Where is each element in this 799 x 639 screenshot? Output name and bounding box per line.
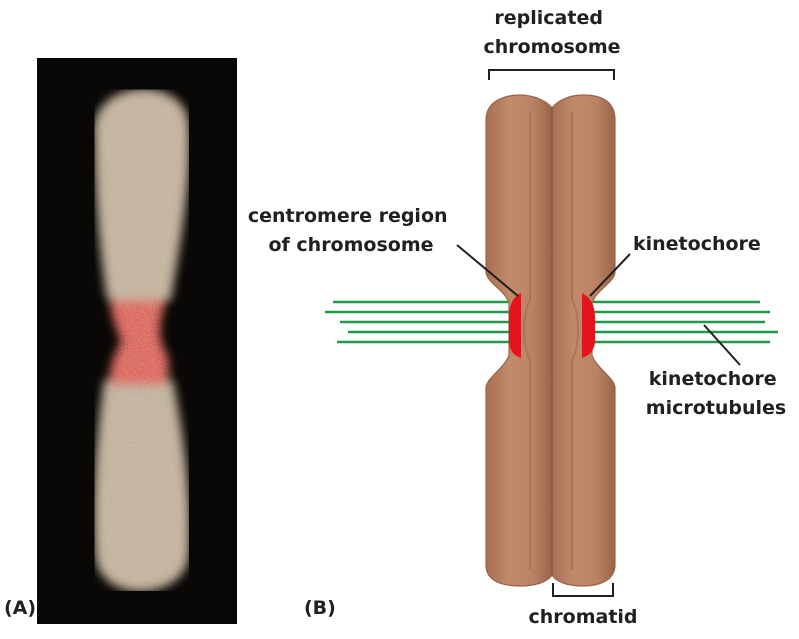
panel-b-label: (B) (304, 597, 336, 619)
chromosome-upper-arm (95, 89, 189, 300)
centromere-region-label: centromere region of chromosome (248, 205, 454, 256)
kinetochore-left (509, 293, 521, 358)
chromosome-lower-arm (94, 380, 189, 591)
kinetochore-right (582, 293, 595, 358)
panel-a-label: (A) (4, 597, 36, 619)
centromere-stain (110, 300, 169, 385)
micrograph-panel (37, 58, 237, 624)
kinetochore-leader-line (589, 253, 631, 297)
right-chromatid-shade (571, 112, 579, 570)
microtubules-leader-line (703, 324, 741, 366)
chromatid-bracket (552, 583, 614, 597)
replicated-chromosome-bracket (488, 69, 615, 80)
replicated-chromosome-label: replicated chromosome (483, 7, 620, 58)
left-chromatid-shade (523, 112, 531, 570)
schematic-panel: replicated chromosome centromere region … (248, 7, 786, 628)
kinetochore-label: kinetochore (633, 233, 761, 255)
kinetochore-microtubules-label: kinetochore microtubules (646, 368, 786, 419)
centromere-leader-line (456, 244, 519, 297)
stained-chromosome (94, 89, 189, 591)
chromatid-label: chromatid (528, 606, 637, 628)
